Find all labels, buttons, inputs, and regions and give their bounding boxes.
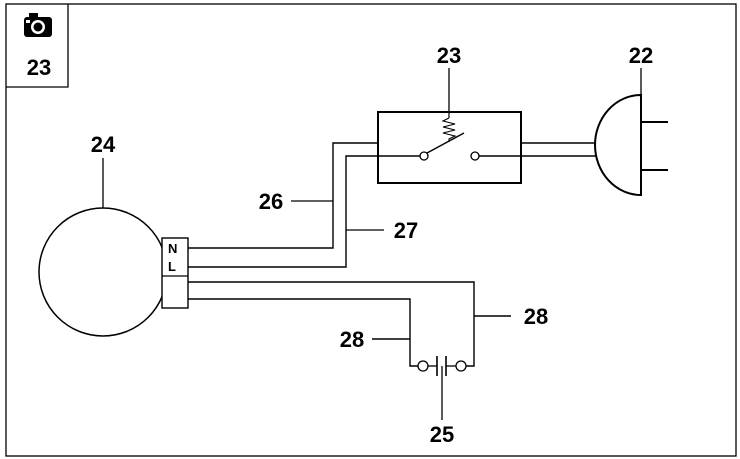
wire-live: [188, 155, 378, 268]
terminal-n: N: [168, 241, 177, 256]
label-wire-l: 27: [394, 218, 418, 243]
camera-icon: [24, 13, 52, 37]
figure-tag: 23: [6, 4, 69, 88]
label-plug: 22: [629, 43, 653, 68]
label-cap-wire-right: 28: [524, 304, 548, 329]
label-switch: 23: [437, 43, 461, 68]
diagram-border: [5, 3, 737, 457]
wire-capacitor-left: [188, 298, 418, 367]
label-wire-n: 26: [259, 189, 283, 214]
terminal-l: L: [168, 259, 176, 274]
capacitor: [417, 356, 467, 420]
switch: [377, 111, 522, 184]
label-capacitor: 25: [430, 422, 454, 447]
terminal-block: [161, 237, 189, 309]
plug: [594, 93, 668, 197]
label-cap-wire-left: 28: [340, 327, 364, 352]
motor: N L: [38, 207, 189, 337]
figure-number: 23: [27, 55, 51, 80]
wire-capacitor-right: [188, 281, 511, 367]
label-motor: 24: [91, 132, 116, 157]
wire-neutral: [188, 142, 378, 249]
